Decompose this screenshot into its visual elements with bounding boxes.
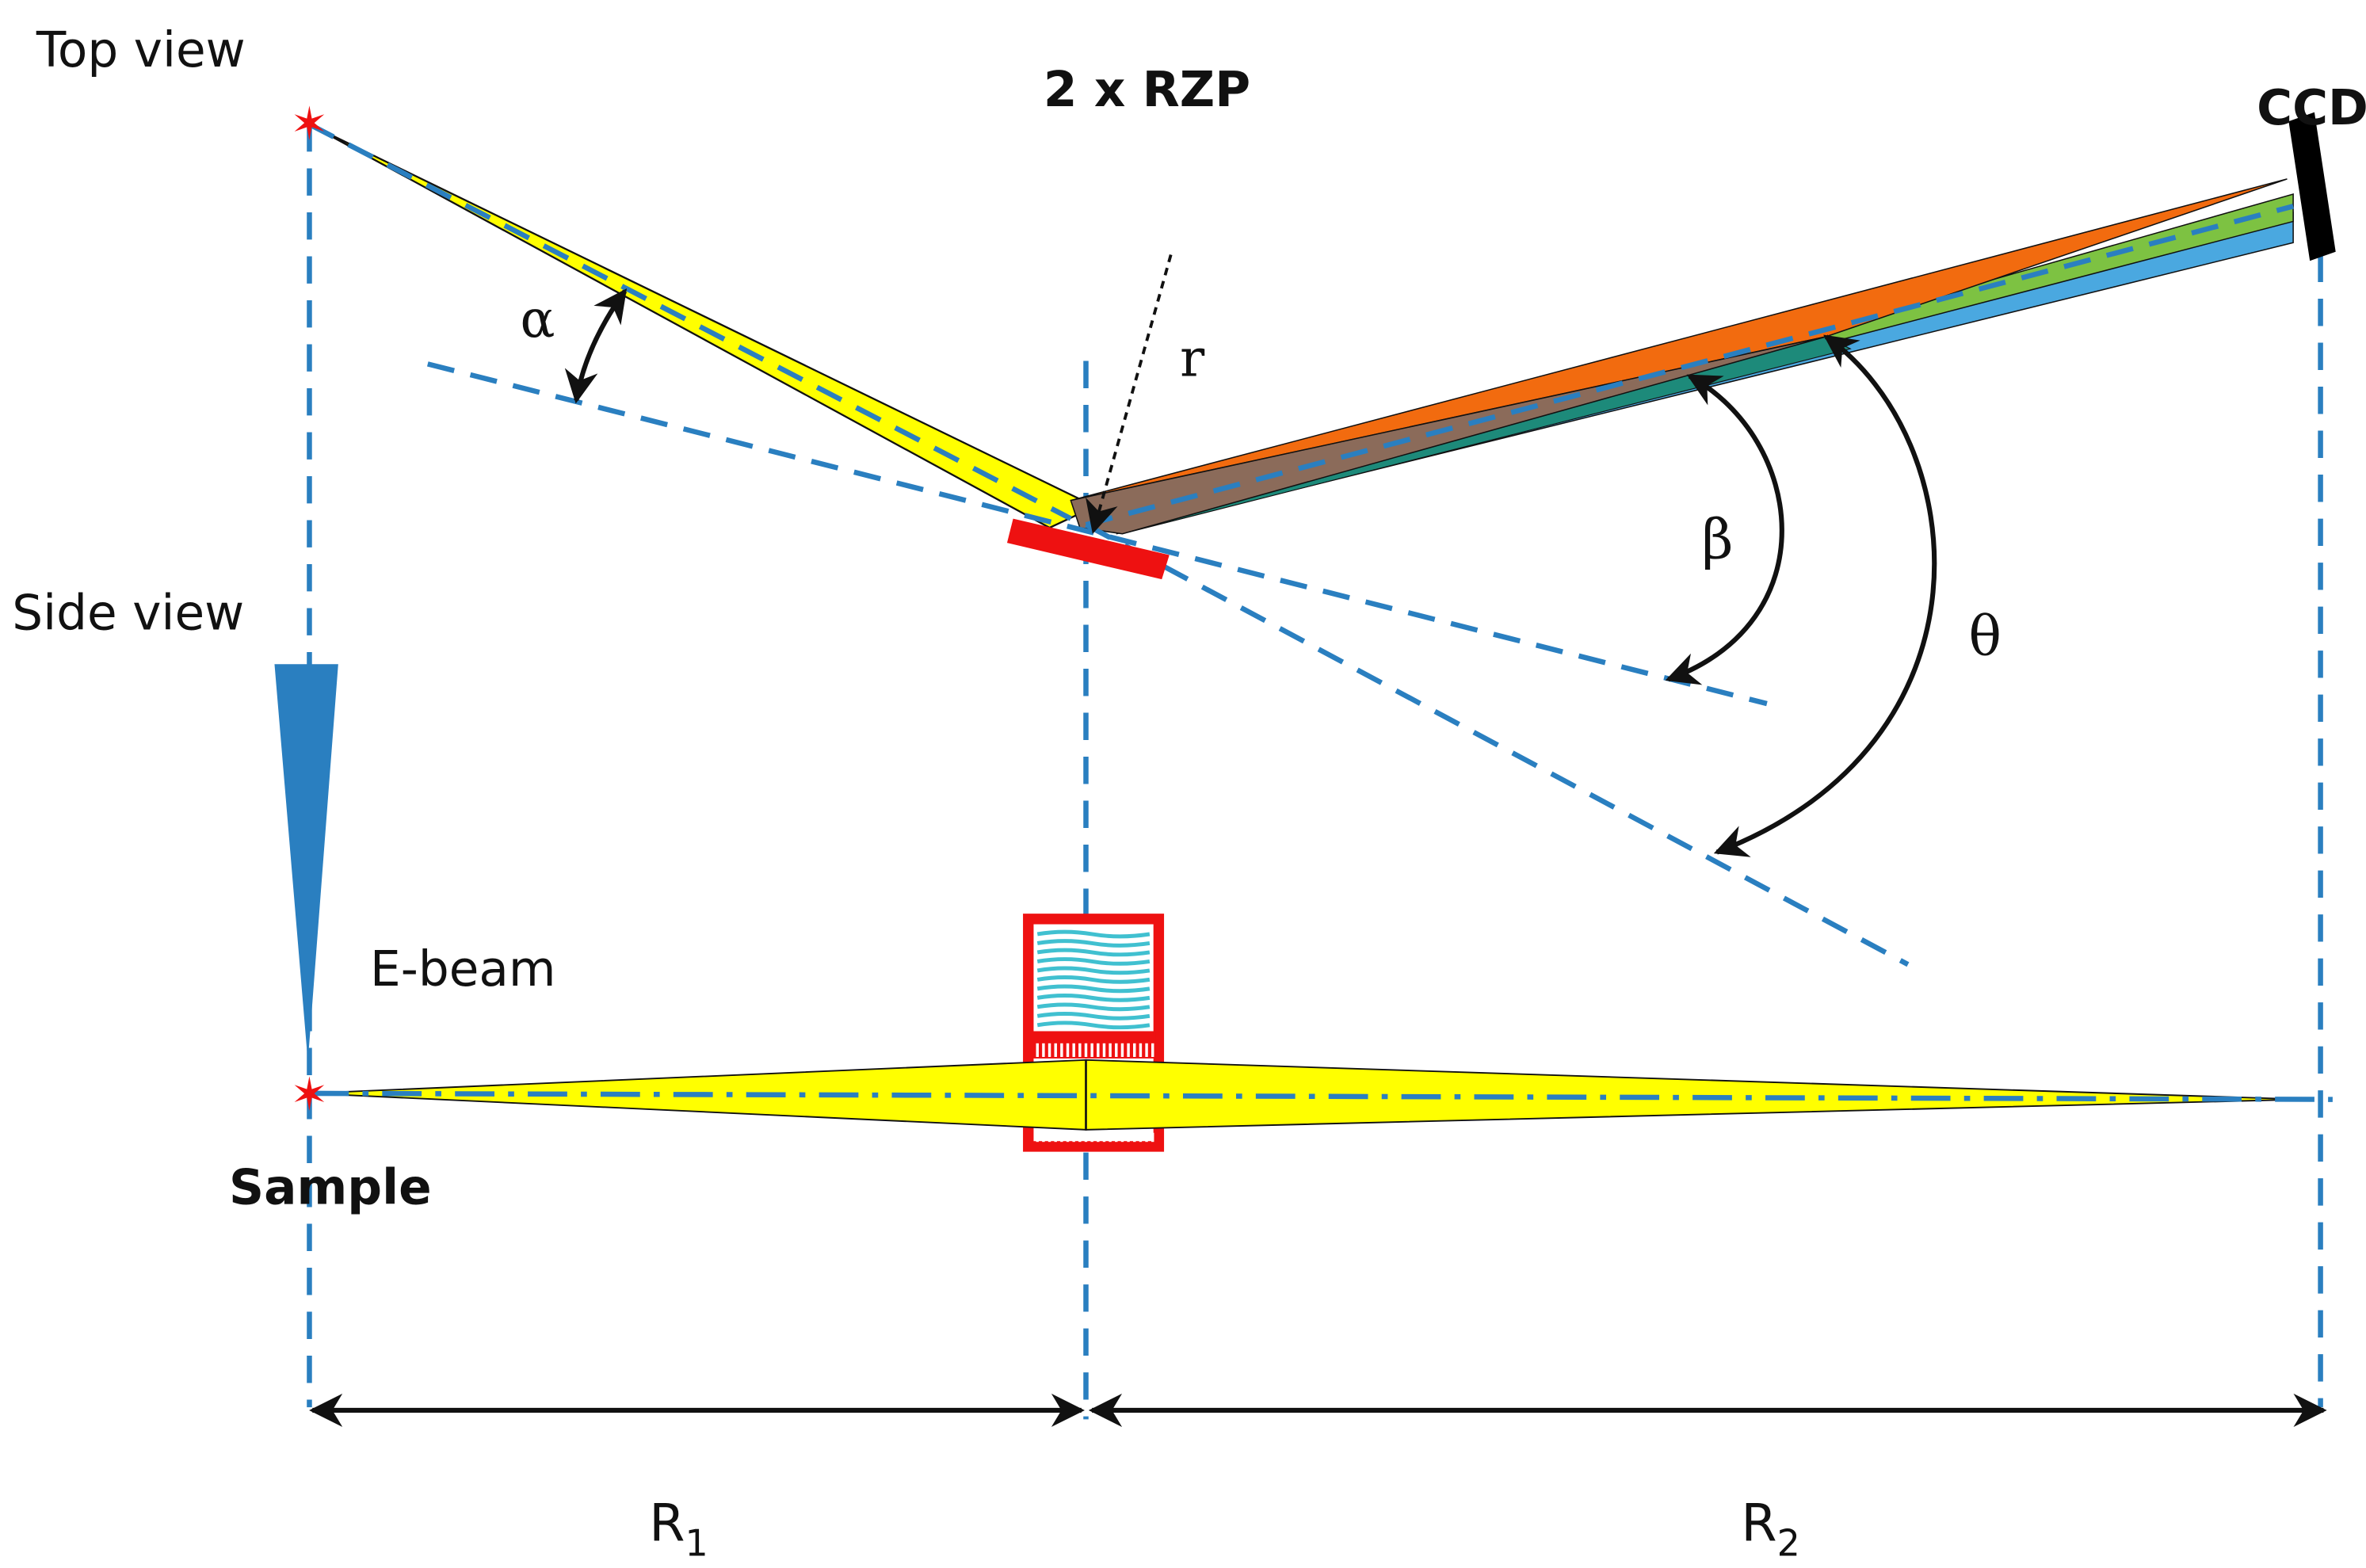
- zone-plate-stripe: [1036, 975, 1151, 984]
- theta-label: θ: [1969, 605, 2002, 669]
- zone-plate-stripe: [1036, 948, 1151, 957]
- ccd-detector: [2288, 112, 2336, 261]
- grating-plane-line: [426, 361, 1768, 707]
- beta-label: β: [1702, 508, 1734, 571]
- zone-plate-pattern: [1036, 929, 1151, 1030]
- ebeam-label: E-beam: [370, 941, 556, 998]
- side-view-label: Side view: [12, 585, 244, 641]
- incident-beam-axis: [307, 122, 1072, 521]
- r1-main: R: [649, 1494, 685, 1554]
- zone-plate-stripe: [1036, 1002, 1151, 1012]
- diffracted-beam-teal: [1122, 336, 1852, 535]
- zone-plate-stripe: [1036, 984, 1151, 994]
- sample-label: Sample: [229, 1160, 432, 1216]
- top-view-label: Top view: [36, 22, 246, 78]
- r2-label: R2: [1741, 1494, 1799, 1565]
- ebeam-wedge: [274, 664, 338, 1062]
- diffracted-beam-overlap: [1070, 336, 1826, 535]
- alpha-arc: [564, 288, 628, 404]
- sample-star-side: ✶: [290, 1068, 328, 1121]
- sample-star-top: ✶: [290, 97, 328, 151]
- r-direction-arrow: [1086, 254, 1173, 534]
- theta-arc: [1713, 334, 1937, 857]
- r1-subscript: 1: [685, 1522, 708, 1565]
- zone-plate-stripe: [1036, 939, 1151, 948]
- diffracted-beam-axis: [1085, 204, 2294, 528]
- zone-plate-stripe: [1036, 929, 1151, 939]
- zone-plate-stripe: [1036, 957, 1151, 966]
- ccd-label: CCD: [2257, 80, 2366, 136]
- zone-plate-stripe: [1036, 994, 1151, 1002]
- r2-subscript: 2: [1777, 1522, 1800, 1565]
- rzp-label: 2 x RZP: [1044, 62, 1250, 118]
- r-label: r: [1180, 330, 1205, 389]
- r2-main: R: [1741, 1494, 1776, 1554]
- rzp-ticks: [1036, 1043, 1154, 1143]
- zone-plate-stripe: [1036, 1012, 1151, 1021]
- zone-plate-stripe: [1036, 966, 1151, 975]
- r1-label: R1: [649, 1494, 708, 1565]
- zero-order-line: [1084, 522, 1910, 967]
- alpha-label: α: [521, 290, 555, 349]
- rzp-top-view: [1006, 518, 1170, 580]
- diffracted-beam-orange: [1070, 178, 2288, 502]
- zone-plate-stripe: [1036, 1021, 1151, 1030]
- side-beam-axis: [309, 1090, 2333, 1102]
